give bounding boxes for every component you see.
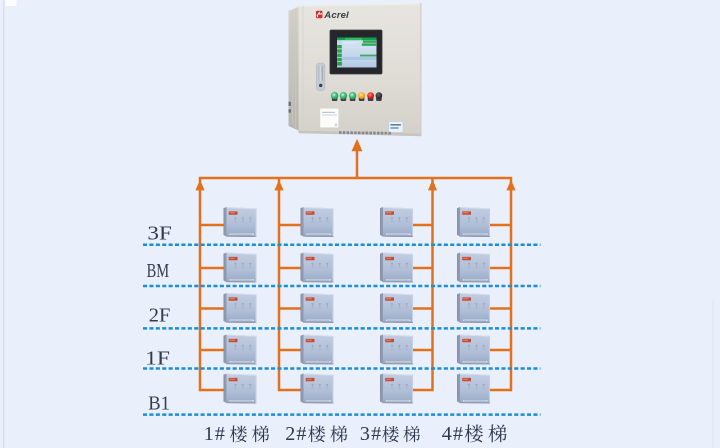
svg-text:1F: 1F bbox=[145, 347, 170, 369]
svg-text:B1: B1 bbox=[148, 393, 170, 415]
svg-text:3F: 3F bbox=[147, 223, 171, 245]
svg-text:Acrel: Acrel bbox=[323, 10, 349, 21]
svg-text:3#: 3# bbox=[360, 423, 382, 445]
svg-text:2#: 2# bbox=[285, 423, 307, 445]
svg-text:2F: 2F bbox=[149, 305, 171, 327]
svg-text:4#: 4# bbox=[442, 423, 464, 445]
svg-text:1#: 1# bbox=[204, 423, 226, 445]
svg-text:BM: BM bbox=[147, 260, 170, 282]
